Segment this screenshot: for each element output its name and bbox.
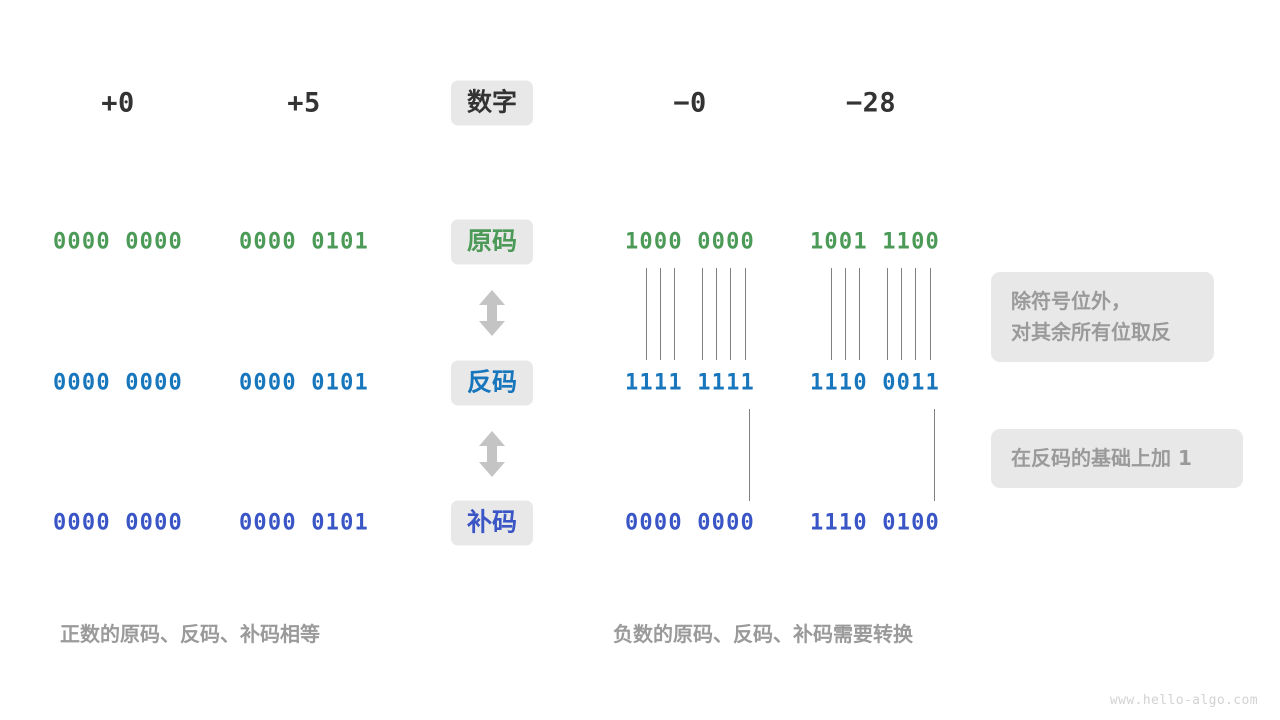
bits-ones-complement-neg28: 1110 0011 <box>809 370 941 396</box>
tick-neg28-bit1 <box>831 268 832 360</box>
row-label-ones-complement: 反码 <box>450 360 534 406</box>
tick-carry-neg28 <box>934 409 935 501</box>
tick-neg28-bit2 <box>845 268 846 360</box>
bits-ones-complement-pos0: 0000 0000 <box>52 370 184 396</box>
bits-ones-complement-pos5: 0000 0101 <box>238 370 370 396</box>
bits-sign-magnitude-pos5: 0000 0101 <box>238 229 370 255</box>
header-number-pos5: +5 <box>287 87 321 119</box>
row-label-sign-magnitude: 原码 <box>450 219 534 265</box>
watermark: www.hello-algo.com <box>1109 693 1258 708</box>
tick-neg28-bit3 <box>859 268 860 360</box>
updown-arrow-icon-2 <box>475 430 509 478</box>
tick-neg0-bit5 <box>716 268 717 360</box>
header-label-badge: 数字 <box>450 80 534 126</box>
row-label-twos-complement: 补码 <box>450 500 534 546</box>
tick-neg0-bit7 <box>745 268 746 360</box>
bits-twos-complement-neg28: 1110 0100 <box>809 510 941 536</box>
header-number-neg0: −0 <box>673 87 707 119</box>
tick-neg0-bit6 <box>730 268 731 360</box>
tick-neg28-bit5 <box>901 268 902 360</box>
updown-arrow-icon-1 <box>475 289 509 337</box>
tick-carry-neg0 <box>749 409 750 501</box>
caption-positive: 正数的原码、反码、补码相等 <box>60 622 320 646</box>
bits-sign-magnitude-pos0: 0000 0000 <box>52 229 184 255</box>
tick-neg0-bit1 <box>646 268 647 360</box>
caption-negative: 负数的原码、反码、补码需要转换 <box>613 622 913 646</box>
bits-twos-complement-pos5: 0000 0101 <box>238 510 370 536</box>
tick-neg0-bit4 <box>702 268 703 360</box>
note-add-one: 在反码的基础上加 1 <box>991 429 1243 488</box>
tick-neg28-bit4 <box>887 268 888 360</box>
tick-neg0-bit2 <box>660 268 661 360</box>
bits-sign-magnitude-neg0: 1000 0000 <box>624 229 756 255</box>
bits-sign-magnitude-neg28: 1001 1100 <box>809 229 941 255</box>
tick-neg28-bit7 <box>930 268 931 360</box>
header-number-pos0: +0 <box>101 87 135 119</box>
bits-ones-complement-neg0: 1111 1111 <box>624 370 756 396</box>
bits-twos-complement-neg0: 0000 0000 <box>624 510 756 536</box>
bits-twos-complement-pos0: 0000 0000 <box>52 510 184 536</box>
tick-neg28-bit6 <box>915 268 916 360</box>
header-number-neg28: −28 <box>845 87 897 119</box>
tick-neg0-bit3 <box>674 268 675 360</box>
note-invert-bits: 除符号位外， 对其余所有位取反 <box>991 272 1214 362</box>
